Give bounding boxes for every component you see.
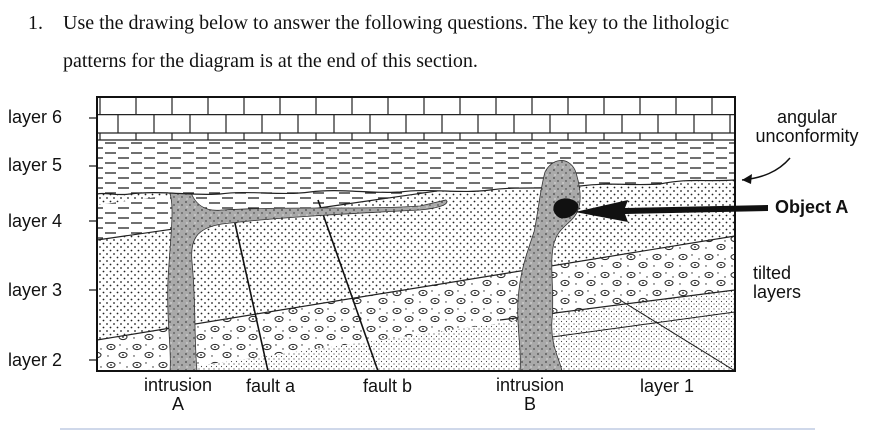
label-fault-b: fault b bbox=[363, 376, 413, 396]
label-tilted-layers: tilted layers bbox=[753, 263, 802, 302]
label-fault-a: fault a bbox=[246, 376, 296, 396]
object-a-arrow bbox=[575, 200, 768, 222]
label-layer-2: layer 2 bbox=[8, 350, 63, 370]
label-layer-6: layer 6 bbox=[8, 107, 63, 127]
diagram-frame bbox=[96, 96, 736, 372]
layer-6-limestone bbox=[97, 97, 735, 140]
label-angular-unconformity: angular unconformity bbox=[755, 107, 859, 146]
fault-b-line bbox=[317, 199, 379, 371]
object-a-blob bbox=[553, 198, 579, 219]
label-intrusion-a: intrusion A bbox=[143, 375, 213, 414]
label-layer-4: layer 4 bbox=[8, 211, 63, 231]
layer-2-conglomerate bbox=[97, 236, 735, 371]
bottom-divider bbox=[60, 428, 815, 430]
label-layer-3: layer 3 bbox=[8, 280, 63, 300]
question-number: 1. bbox=[28, 12, 43, 34]
layer-1-fine bbox=[97, 290, 735, 371]
fault-a-line bbox=[231, 209, 269, 371]
intrusion-a-shape bbox=[167, 189, 448, 371]
label-object-a: Object A bbox=[775, 197, 849, 217]
label-intrusion-b: intrusion B bbox=[495, 375, 565, 414]
question-line-1: Use the drawing below to answer the foll… bbox=[63, 12, 730, 34]
label-layer-1: layer 1 bbox=[640, 376, 695, 396]
label-layer-5: layer 5 bbox=[8, 155, 63, 175]
question-line-2: patterns for the diagram is at the end o… bbox=[63, 50, 478, 72]
left-layer-ticks bbox=[89, 117, 97, 361]
